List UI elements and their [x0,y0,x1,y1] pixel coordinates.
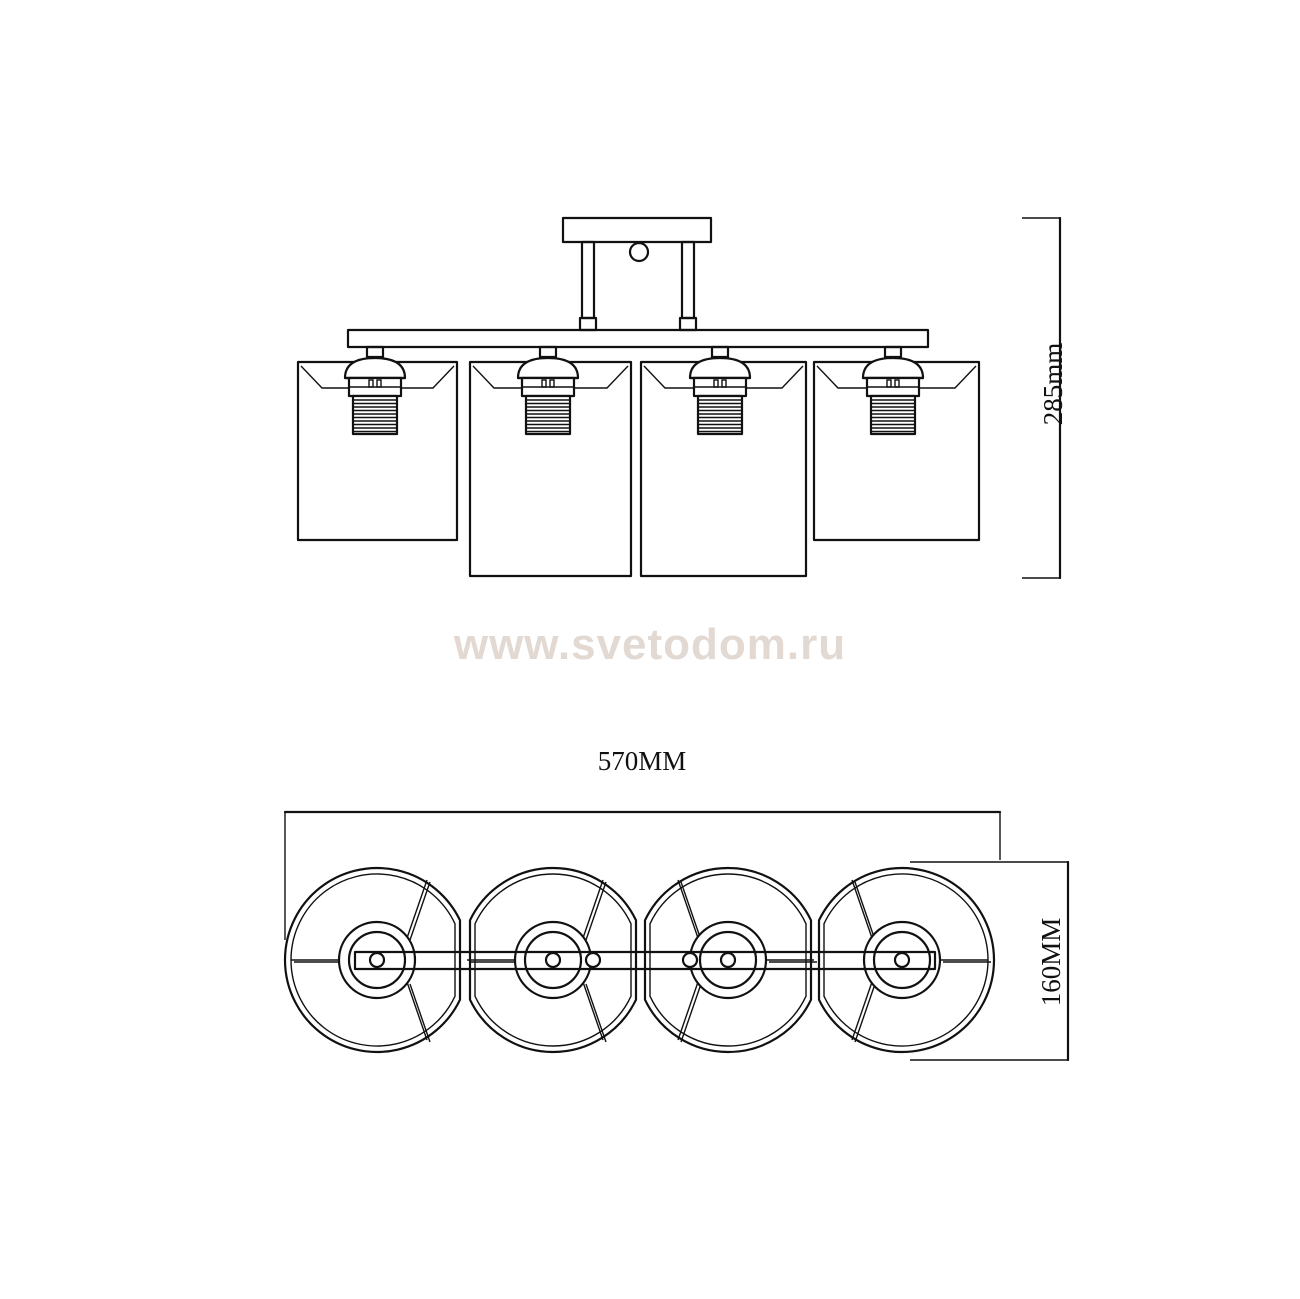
frame-spoke [854,983,876,1043]
support-rods [578,240,698,332]
frame-spoke [409,881,431,941]
shade-inner-ring [823,873,989,1047]
front-shade-1 [296,345,459,542]
top-shade-1 [283,866,462,1054]
top-arm [353,950,937,971]
frame-spoke [582,879,604,939]
collar-screw [713,379,719,388]
socket-collar [343,356,407,380]
socket-collar [688,356,752,380]
frame-spoke [851,879,873,939]
top-screw-right [681,951,699,969]
front-shade-2 [468,345,633,578]
top-shade-2 [467,866,638,1054]
socket-screw [368,951,386,969]
mount-hook [628,241,650,263]
frame-spoke [851,981,873,1041]
top-shade-4 [817,866,996,1054]
socket-screw [719,951,737,969]
socket-ring-inner [523,930,583,990]
ceiling-plate [561,216,713,244]
depth-dimension: 160MM [910,860,1070,1062]
frame-spoke [680,881,702,941]
collar-screw [721,379,727,388]
height-label: 285mm [1038,343,1068,426]
collar-screw [894,379,900,388]
shade-inner-ring [474,873,632,1047]
front-shade-4 [812,345,981,542]
top-shade-3 [643,866,817,1054]
socket-screw [544,951,562,969]
socket-ring-inner [872,930,932,990]
shade-outline [283,866,462,1054]
shade-outline [643,866,813,1054]
frame-spoke [677,981,699,1041]
collar-screw [549,379,555,388]
width-dimension: 570MM [283,746,1002,940]
watermark: www.svetodom.ru [453,620,847,669]
frame-spoke [406,879,428,939]
socket-stem [538,345,558,359]
frame-spoke [854,881,876,941]
socket-ring-inner [698,930,758,990]
collar-screw [886,379,892,388]
collar-screw [368,379,374,388]
frame-spoke [680,983,702,1043]
frame-spoke [677,879,699,939]
socket-stem [883,345,903,359]
shade-outline [817,866,996,1054]
height-dimension: 285mm [1022,216,1068,580]
horizontal-arm [346,328,930,349]
front-shades [296,345,981,578]
socket-screw [893,951,911,969]
top-screw-left [584,951,602,969]
front-shade-3 [639,345,808,578]
shade-inner-ring [649,873,807,1047]
depth-label: 160MM [1036,918,1066,1007]
width-label: 570MM [598,746,687,776]
frame-spoke [409,983,431,1043]
frame-spoke [582,981,604,1041]
shade-outline [468,866,638,1054]
collar-screw [541,379,547,388]
top-view: 570MM 160MM [283,746,1070,1062]
shade-inner-ring [290,873,456,1047]
socket-collar [861,356,925,380]
top-shades [283,866,996,1054]
frame-spoke [406,981,428,1041]
socket-stem [710,345,730,359]
front-view: 285mm [296,216,1068,580]
socket-collar [516,356,580,380]
frame-spoke [585,881,607,941]
socket-stem [365,345,385,359]
socket-ring-inner [347,930,407,990]
frame-spoke [585,983,607,1043]
collar-screw [376,379,382,388]
